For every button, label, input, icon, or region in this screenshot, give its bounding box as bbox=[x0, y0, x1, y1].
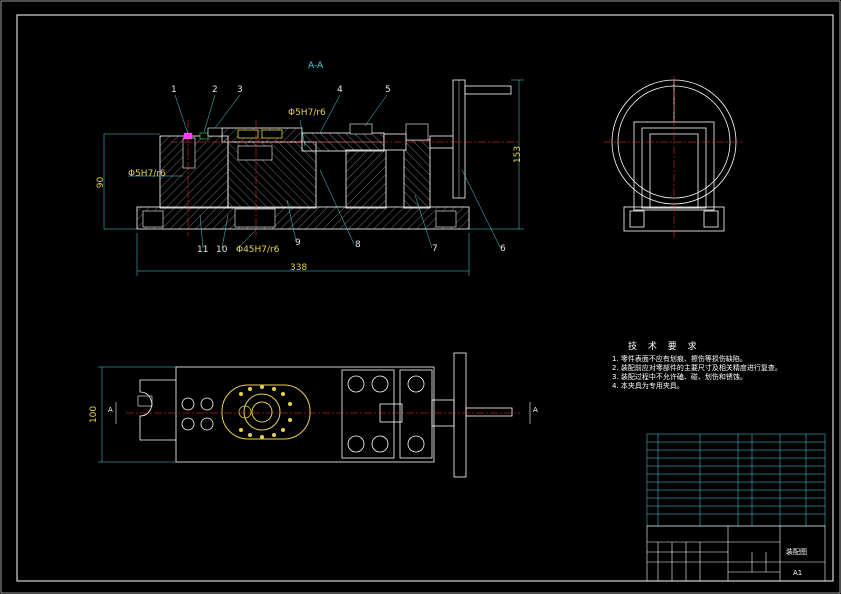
part-number-3: 3 bbox=[237, 85, 243, 95]
dim-length: 338 bbox=[290, 263, 308, 273]
tech-req-title: 技 术 要 求 bbox=[628, 342, 701, 352]
tech-req-item-1: 1. 零件表面不应有划痕、擦伤等损伤缺陷。 bbox=[612, 355, 747, 363]
sheet-size: A1 bbox=[793, 569, 803, 577]
fit-callout-top: Φ5H7/r6 bbox=[288, 108, 326, 118]
fit-callout-left: Φ5H7/r6 bbox=[128, 169, 166, 179]
drawing-name: 装配图 bbox=[786, 548, 807, 556]
top-view bbox=[98, 352, 531, 478]
dim-height: 90 bbox=[96, 176, 107, 189]
part-number-4: 4 bbox=[337, 85, 343, 95]
part-number-6: 6 bbox=[500, 244, 506, 254]
tech-req-item-2: 2. 装配前应对零部件的主要尺寸及相关精度进行复查。 bbox=[612, 364, 782, 372]
dim-width: 100 bbox=[89, 405, 100, 424]
dim-total-height: 153 bbox=[513, 145, 524, 164]
fit-callout-bottom: Φ45H7/r6 bbox=[236, 245, 280, 255]
title-block bbox=[646, 525, 826, 582]
part-number-5: 5 bbox=[385, 85, 391, 95]
part-number-10: 10 bbox=[216, 245, 228, 255]
part-number-8: 8 bbox=[355, 240, 361, 250]
part-number-1: 1 bbox=[171, 85, 177, 95]
tech-req-item-4: 4. 本夹具为专用夹具。 bbox=[612, 382, 684, 390]
section-label: A-A bbox=[308, 61, 324, 71]
bill-of-materials bbox=[646, 433, 826, 527]
inner-border bbox=[16, 14, 834, 582]
tech-req-item-3: 3. 装配过程中不允许磕、碰、划伤和锈蚀。 bbox=[612, 373, 747, 381]
view-mark-right: A bbox=[533, 406, 538, 414]
part-number-11: 11 bbox=[197, 245, 209, 255]
part-number-2: 2 bbox=[212, 85, 218, 95]
side-view bbox=[604, 76, 744, 240]
view-mark-left: A bbox=[108, 406, 113, 414]
front-section-view bbox=[103, 79, 524, 276]
part-number-9: 9 bbox=[295, 238, 301, 248]
technical-requirements: 技 术 要 求 1. 零件表面不应有划痕、擦伤等损伤缺陷。 2. 装配前应对零部… bbox=[612, 343, 782, 391]
part-number-7: 7 bbox=[432, 244, 438, 254]
